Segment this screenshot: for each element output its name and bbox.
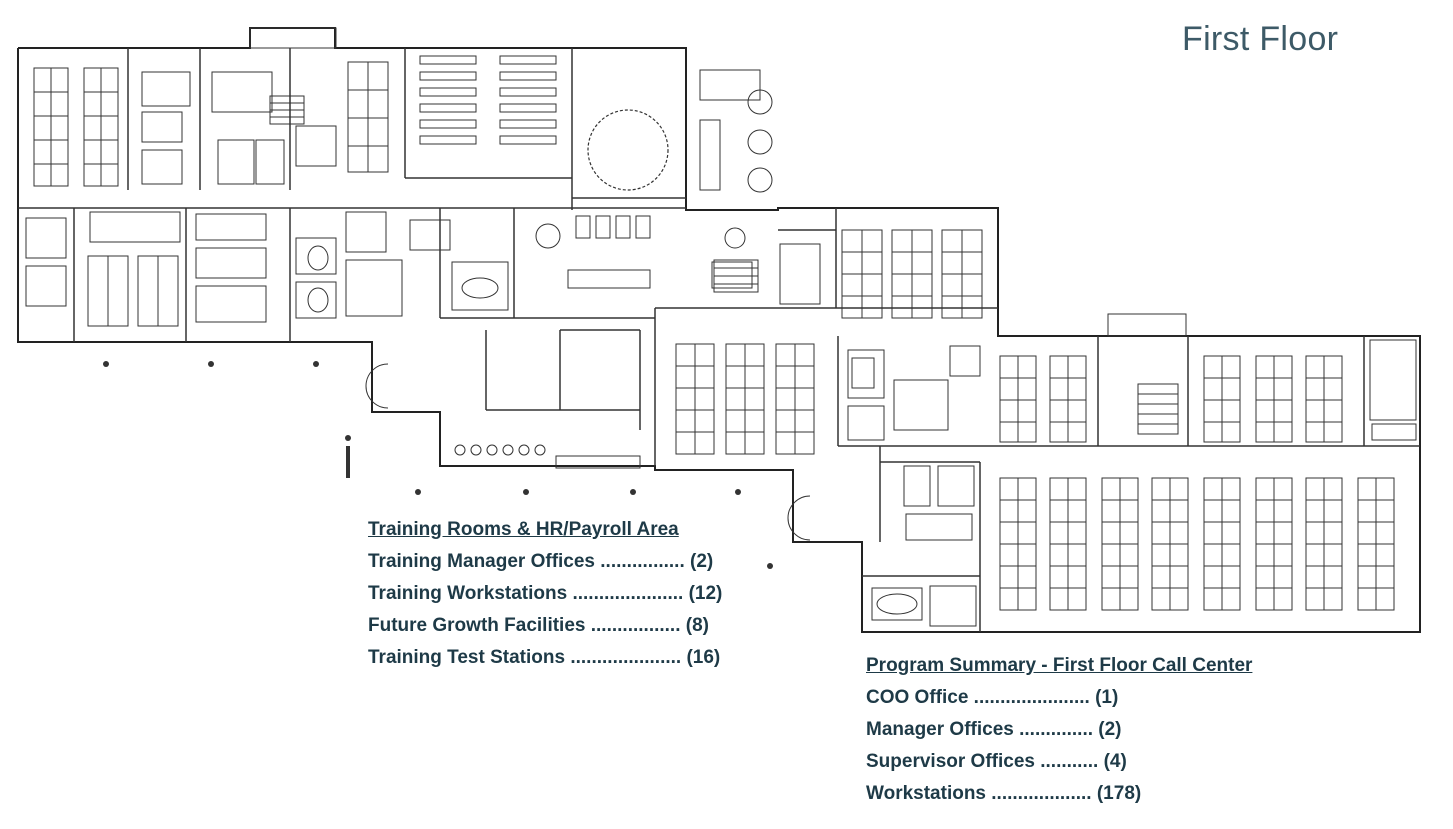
training-classroom-desks <box>419 55 557 145</box>
legend-item: Supervisor Offices ........... (4) <box>866 751 1127 772</box>
legend-item: Training Manager Offices ...............… <box>368 551 714 572</box>
legend-item: Future Growth Facilities ...............… <box>368 615 709 636</box>
lounge-seating <box>454 444 641 469</box>
interior-walls <box>18 48 1420 632</box>
training-area-legend: Training Rooms & HR/Payroll Area Trainin… <box>368 514 722 674</box>
center-workstations <box>675 229 983 455</box>
column-markers <box>103 361 773 569</box>
floor-title: First Floor <box>1182 20 1339 58</box>
middle-left-workstations <box>25 211 509 327</box>
center-offices <box>847 345 981 627</box>
legend-item: Training Workstations ..................… <box>368 583 723 604</box>
call-center-legend: Program Summary - First Floor Call Cente… <box>866 650 1252 810</box>
break-room <box>535 215 821 305</box>
call-center-workstations <box>999 339 1417 611</box>
legend-heading: Training Rooms & HR/Payroll Area <box>368 519 679 540</box>
legend-item: Training Test Stations .................… <box>368 647 721 668</box>
stairwells <box>249 27 1187 541</box>
legend-item: Manager Offices .............. (2) <box>866 719 1122 740</box>
legend-item: COO Office ...................... (1) <box>866 687 1119 708</box>
legend-item: Workstations ................... (178) <box>866 783 1142 804</box>
workstations-top-left <box>33 61 389 187</box>
legend-heading: Program Summary - First Floor Call Cente… <box>866 655 1253 676</box>
round-training-room <box>587 109 669 191</box>
break-area-tables <box>699 69 773 193</box>
